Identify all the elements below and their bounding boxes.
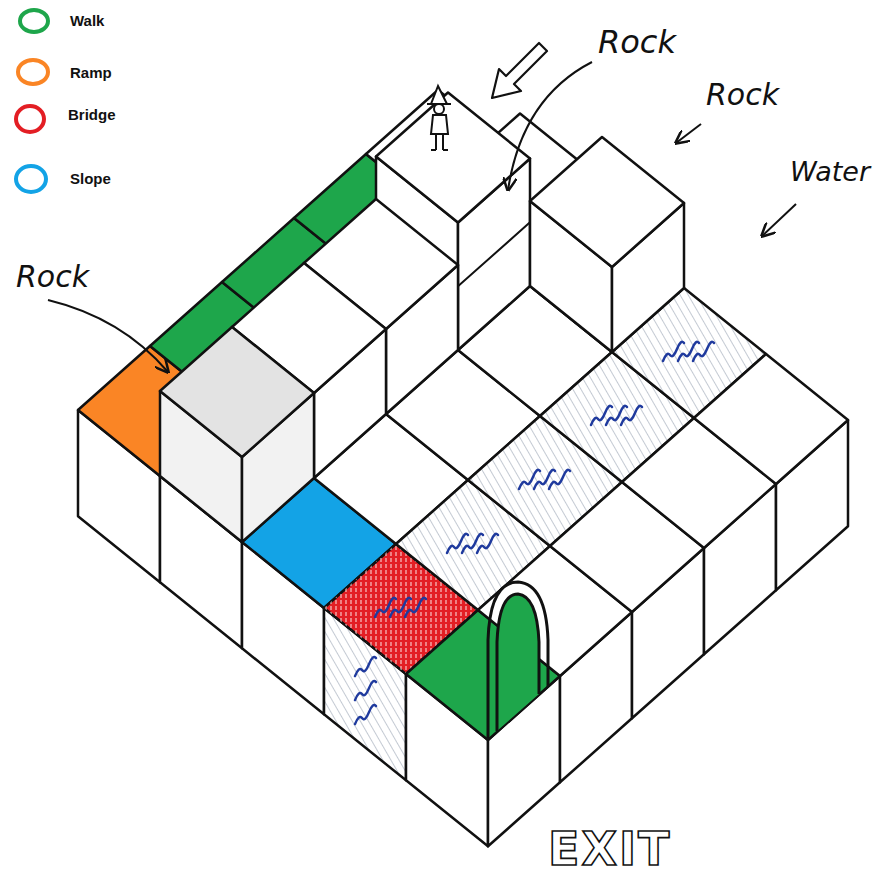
legend-text: Bridge	[68, 107, 116, 122]
water-wave	[678, 342, 699, 361]
water-wave	[375, 598, 396, 617]
rock-block-top	[530, 137, 684, 267]
water-wave	[405, 598, 426, 617]
water-wave	[447, 534, 468, 553]
arch-fill	[497, 594, 539, 731]
water-wave	[606, 406, 627, 425]
legend-swatch	[14, 164, 48, 194]
player-body	[431, 115, 448, 134]
waterfall-wave	[355, 681, 376, 700]
player-hat	[431, 86, 447, 104]
player-foot	[431, 149, 436, 151]
legend-swatch	[16, 58, 50, 86]
water-wave	[663, 342, 684, 361]
water-wave	[549, 470, 570, 489]
legend-swatch	[18, 8, 50, 34]
water-wave	[390, 598, 411, 617]
waterfall-wave	[355, 657, 376, 676]
callout-label: Rock	[598, 26, 676, 58]
water-wave	[621, 406, 642, 425]
player-head	[434, 104, 444, 114]
legend-text: Slope	[70, 171, 111, 186]
arch-outline	[497, 594, 539, 731]
water-wave	[519, 470, 540, 489]
leader-line	[508, 62, 592, 190]
rock-block-top	[160, 327, 314, 457]
water-wave	[477, 534, 498, 553]
player-figure	[427, 86, 451, 150]
player-leg	[442, 134, 444, 150]
leader-line	[48, 300, 168, 372]
exit-label: EXIT	[548, 826, 671, 872]
exit-arch	[488, 582, 548, 738]
callout-label: Rock	[706, 80, 779, 110]
level-illustration	[78, 90, 848, 846]
leader-line	[676, 124, 701, 143]
floor-tile	[694, 354, 848, 484]
leader-line	[762, 204, 796, 236]
waterfall-wave	[355, 705, 376, 724]
entry-arrow	[492, 43, 547, 98]
water-wave	[462, 534, 483, 553]
legend-text: Walk	[70, 13, 104, 28]
leader-lines	[48, 62, 796, 372]
rock-block-top	[376, 93, 530, 223]
callout-label: Water	[790, 158, 870, 185]
arch-outline	[488, 582, 548, 738]
water-wave	[534, 470, 555, 489]
player-foot	[443, 149, 448, 151]
legend-swatch	[14, 104, 46, 134]
callout-label: Rock	[16, 262, 89, 292]
legend-text: Ramp	[70, 65, 112, 80]
water-wave	[693, 342, 714, 361]
player-leg	[435, 134, 437, 150]
water-wave	[591, 406, 612, 425]
